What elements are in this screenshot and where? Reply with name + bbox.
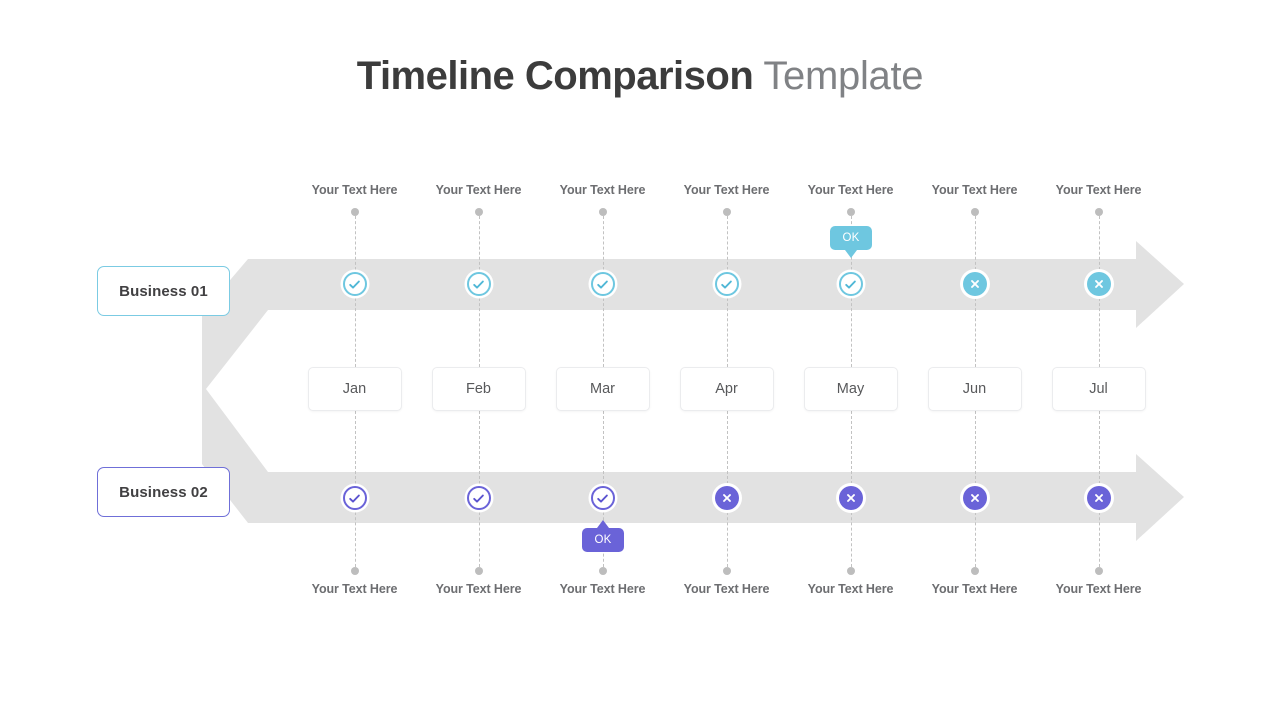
month-chip-feb[interactable]: Feb (431, 367, 526, 411)
cross-circle-icon-row2-apr[interactable] (714, 486, 739, 510)
bottom-caption-6: Your Text Here (931, 582, 1018, 596)
connector-upper-mid-1 (354, 298, 356, 367)
top-caption-7: Your Text Here (1055, 183, 1142, 197)
top-node-dot-4 (722, 208, 731, 216)
connector-top-2 (478, 216, 480, 270)
check-circle-icon-row1-jan[interactable] (342, 272, 367, 296)
connector-lower-mid-5 (850, 411, 852, 484)
cross-circle-icon-row2-may[interactable] (838, 486, 863, 510)
top-caption-4: Your Text Here (683, 183, 770, 197)
month-chip-jul[interactable]: Jul (1051, 367, 1146, 411)
month-chip-label: May (836, 381, 865, 397)
top-node-dot-3 (598, 208, 607, 216)
connector-top-7 (1098, 216, 1100, 270)
bottom-node-dot-2 (474, 567, 483, 575)
bottom-node-dot-4 (722, 567, 731, 575)
row-label-business-02[interactable]: Business 02 (97, 467, 230, 517)
month-chip-mar[interactable]: Mar (555, 367, 650, 411)
cross-circle-icon-row1-jul[interactable] (1086, 272, 1111, 296)
connector-upper-mid-7 (1098, 298, 1100, 367)
connector-upper-mid-4 (726, 298, 728, 367)
top-node-dot-1 (350, 208, 359, 216)
month-chip-label: Jan (342, 381, 367, 397)
tooltip-ok-business-01[interactable]: OK (830, 226, 872, 258)
top-caption-1: Your Text Here (311, 183, 398, 197)
row-label-business-01-text: Business 01 (119, 282, 208, 300)
month-chip-label: Mar (590, 381, 615, 397)
connector-bottom-4 (726, 512, 728, 567)
check-circle-icon-row2-jan[interactable] (342, 486, 367, 510)
month-chip-jan[interactable]: Jan (307, 367, 402, 411)
month-chip-may[interactable]: May (803, 367, 898, 411)
tooltip-ok-business-02[interactable]: OK (582, 520, 624, 552)
connector-upper-mid-6 (974, 298, 976, 367)
tooltip-pointer-up-icon (597, 520, 609, 528)
tooltip-ok-business-01-text: OK (842, 232, 860, 244)
month-chip-label: Jul (1089, 381, 1108, 397)
bottom-caption-3: Your Text Here (559, 582, 646, 596)
top-caption-5: Your Text Here (807, 183, 894, 197)
check-circle-icon-row2-feb[interactable] (466, 486, 491, 510)
bottom-caption-2: Your Text Here (435, 582, 522, 596)
top-node-dot-6 (970, 208, 979, 216)
bottom-caption-1: Your Text Here (311, 582, 398, 596)
connector-lower-mid-4 (726, 411, 728, 484)
bottom-caption-4: Your Text Here (683, 582, 770, 596)
bottom-node-dot-7 (1094, 567, 1103, 575)
connector-lower-mid-7 (1098, 411, 1100, 484)
connector-bottom-1 (354, 512, 356, 567)
page-title-strong: Timeline Comparison (356, 54, 754, 98)
bottom-node-dot-1 (350, 567, 359, 575)
connector-bottom-5 (850, 512, 852, 567)
connector-lower-mid-3 (602, 411, 604, 484)
connector-top-6 (974, 216, 976, 270)
connector-top-1 (354, 216, 356, 270)
row-label-business-02-text: Business 02 (119, 483, 208, 501)
top-node-dot-2 (474, 208, 483, 216)
connector-lower-mid-6 (974, 411, 976, 484)
bottom-caption-7: Your Text Here (1055, 582, 1142, 596)
bottom-node-dot-6 (970, 567, 979, 575)
check-circle-icon-row1-feb[interactable] (466, 272, 491, 296)
month-chip-apr[interactable]: Apr (679, 367, 774, 411)
connector-top-4 (726, 216, 728, 270)
row-label-business-01[interactable]: Business 01 (97, 266, 230, 316)
tooltip-ok-business-02-text: OK (594, 534, 612, 546)
connector-upper-mid-3 (602, 298, 604, 367)
connector-upper-mid-2 (478, 298, 480, 367)
month-chip-jun[interactable]: Jun (927, 367, 1022, 411)
connector-upper-mid-5 (850, 298, 852, 367)
month-chip-label: Jun (962, 381, 987, 397)
check-circle-icon-row1-mar[interactable] (590, 272, 615, 296)
cross-circle-icon-row2-jun[interactable] (962, 486, 987, 510)
connector-lower-mid-1 (354, 411, 356, 484)
check-circle-icon-row1-may[interactable] (838, 272, 863, 296)
month-chip-label: Apr (715, 381, 738, 397)
bottom-caption-5: Your Text Here (807, 582, 894, 596)
connector-lower-mid-2 (478, 411, 480, 484)
page-title: Timeline Comparison Template (0, 52, 1280, 100)
bottom-node-dot-3 (598, 567, 607, 575)
bottom-node-dot-5 (846, 567, 855, 575)
page-title-light: Template (753, 54, 924, 98)
check-circle-icon-row1-apr[interactable] (714, 272, 739, 296)
cross-circle-icon-row2-jul[interactable] (1086, 486, 1111, 510)
month-chip-label: Feb (466, 381, 491, 397)
top-caption-6: Your Text Here (931, 183, 1018, 197)
top-node-dot-7 (1094, 208, 1103, 216)
connector-bottom-7 (1098, 512, 1100, 567)
top-node-dot-5 (846, 208, 855, 216)
connector-bottom-2 (478, 512, 480, 567)
connector-top-3 (602, 216, 604, 270)
check-circle-icon-row2-mar[interactable] (590, 486, 615, 510)
tooltip-pointer-down-icon (845, 250, 857, 258)
cross-circle-icon-row1-jun[interactable] (962, 272, 987, 296)
top-caption-2: Your Text Here (435, 183, 522, 197)
connector-bottom-6 (974, 512, 976, 567)
top-caption-3: Your Text Here (559, 183, 646, 197)
